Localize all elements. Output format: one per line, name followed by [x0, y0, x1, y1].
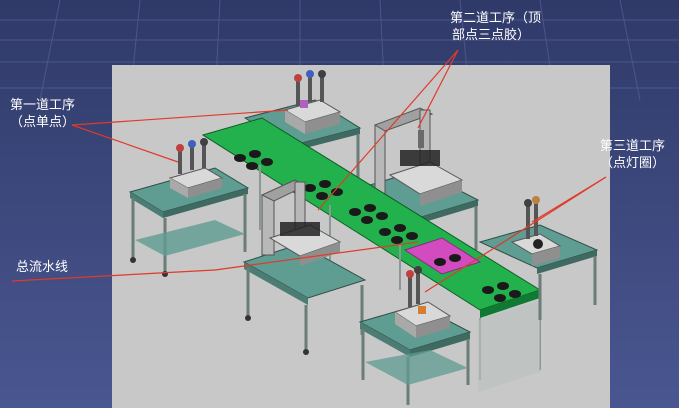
- station1-label-line2: （点单点）: [10, 115, 76, 130]
- station2-label-line1: 第二道工序（顶: [450, 11, 542, 26]
- station3-label-line1: 第三道工序: [600, 139, 666, 154]
- station3-label-line2: （点灯圈）: [600, 156, 666, 171]
- station2-label: 第二道工序（顶 部点三点胶）: [450, 10, 541, 44]
- station3-label: 第三道工序 （点灯圈）: [600, 138, 665, 172]
- center-station-machine: [260, 179, 342, 266]
- main-line-label-text: 总流水线: [16, 260, 69, 275]
- station1-machine: [168, 138, 224, 198]
- main-conveyor: [201, 117, 542, 392]
- center-table: [242, 243, 367, 355]
- leader-lines: [11, 49, 607, 293]
- station1-label: 第一道工序 （点单点）: [10, 97, 75, 131]
- back-station-machine: [283, 70, 342, 134]
- station1-label-line1: 第一道工序: [10, 98, 76, 113]
- main-line-label: 总流水线: [16, 259, 68, 276]
- station2-label-line2: 部点三点胶）: [452, 28, 531, 43]
- station2-machine: [373, 107, 464, 206]
- front-station-machine: [393, 266, 452, 338]
